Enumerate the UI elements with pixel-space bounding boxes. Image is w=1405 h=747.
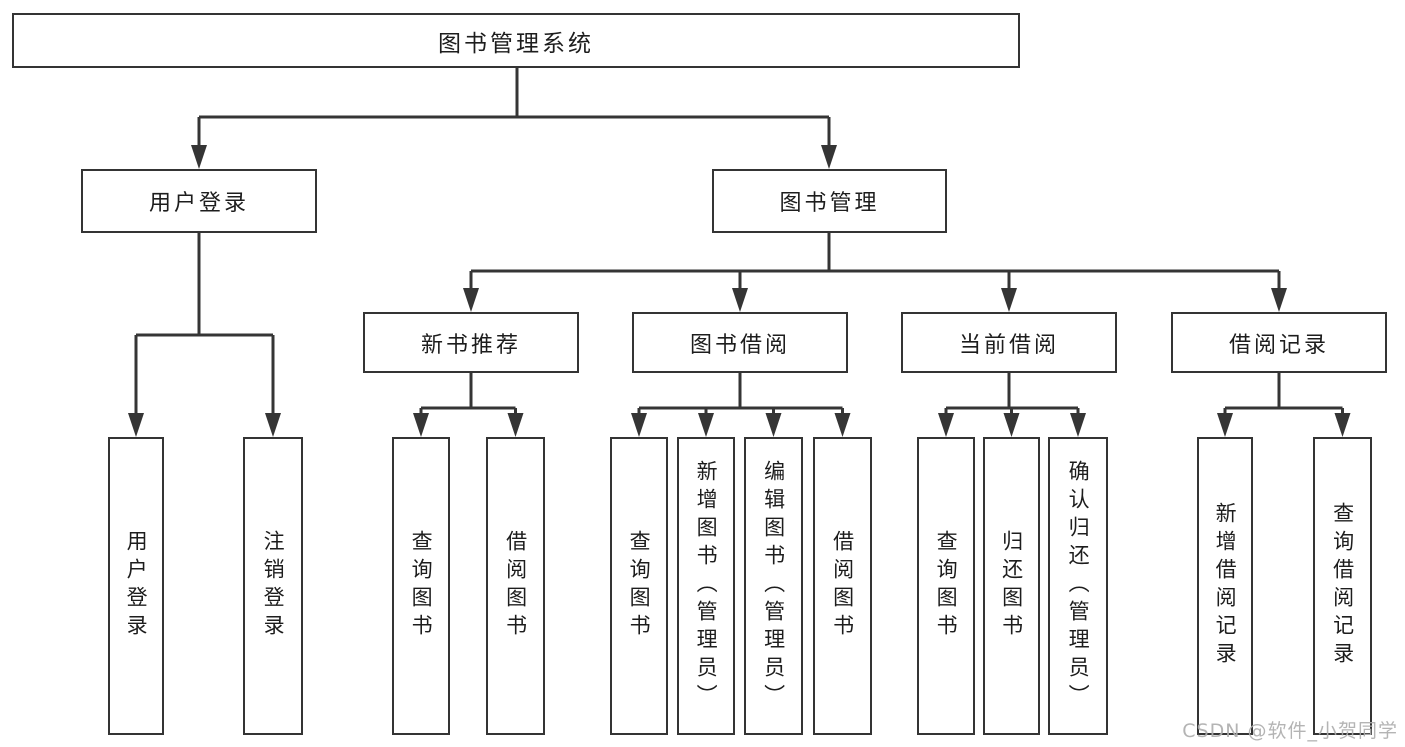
node-root: 图书管理系统 — [12, 13, 1020, 68]
node-label: 新增图书（管理员） — [694, 460, 719, 712]
leaf-logout: 注销登录 — [243, 437, 303, 735]
node-label: 确认归还（管理员） — [1066, 460, 1091, 712]
node-label: 新增借阅记录 — [1213, 502, 1238, 670]
leaf-borrow-books-2: 借阅图书 — [813, 437, 872, 735]
node-current-borrowing: 当前借阅 — [901, 312, 1117, 373]
node-label: 用户登录 — [148, 191, 249, 216]
node-label: 图书借阅 — [689, 332, 790, 358]
leaf-query-books-1: 查询图书 — [392, 437, 450, 735]
leaf-edit-books-admin: 编辑图书（管理员） — [744, 437, 803, 735]
node-label: 当前借阅 — [958, 332, 1059, 358]
node-label: 查询借阅记录 — [1330, 502, 1355, 670]
leaf-confirm-return-admin: 确认归还（管理员） — [1048, 437, 1108, 735]
leaf-add-borrow-record: 新增借阅记录 — [1197, 437, 1253, 735]
arrowheads — [128, 145, 1351, 437]
node-label: 用户登录 — [124, 530, 149, 642]
node-label: 借阅图书 — [830, 530, 855, 642]
node-label: 归还图书 — [999, 530, 1024, 642]
node-book-management: 图书管理 — [712, 169, 947, 233]
node-label: 注销登录 — [261, 530, 286, 642]
leaf-borrow-books-1: 借阅图书 — [486, 437, 545, 735]
node-user-login-branch: 用户登录 — [81, 169, 317, 233]
node-book-borrowing: 图书借阅 — [632, 312, 848, 373]
node-label: 查询图书 — [627, 530, 652, 642]
leaf-query-books-2: 查询图书 — [610, 437, 668, 735]
node-label: 新书推荐 — [420, 332, 521, 358]
node-new-book-recommend: 新书推荐 — [363, 312, 579, 373]
leaf-add-books-admin: 新增图书（管理员） — [677, 437, 735, 735]
node-label: 编辑图书（管理员） — [761, 460, 786, 712]
node-label: 借阅记录 — [1228, 332, 1329, 358]
node-borrowing-records: 借阅记录 — [1171, 312, 1387, 373]
node-label: 查询图书 — [934, 530, 959, 642]
node-label: 图书管理 — [779, 191, 880, 216]
leaf-query-borrow-record: 查询借阅记录 — [1313, 437, 1372, 735]
node-label: 借阅图书 — [503, 530, 528, 642]
leaf-return-books: 归还图书 — [983, 437, 1040, 735]
csdn-watermark: CSDN @软件_小贺同学 — [1182, 720, 1398, 742]
leaf-user-login: 用户登录 — [108, 437, 164, 735]
leaf-query-books-3: 查询图书 — [917, 437, 975, 735]
node-label: 查询图书 — [409, 530, 434, 642]
node-root-label: 图书管理系统 — [438, 30, 594, 57]
